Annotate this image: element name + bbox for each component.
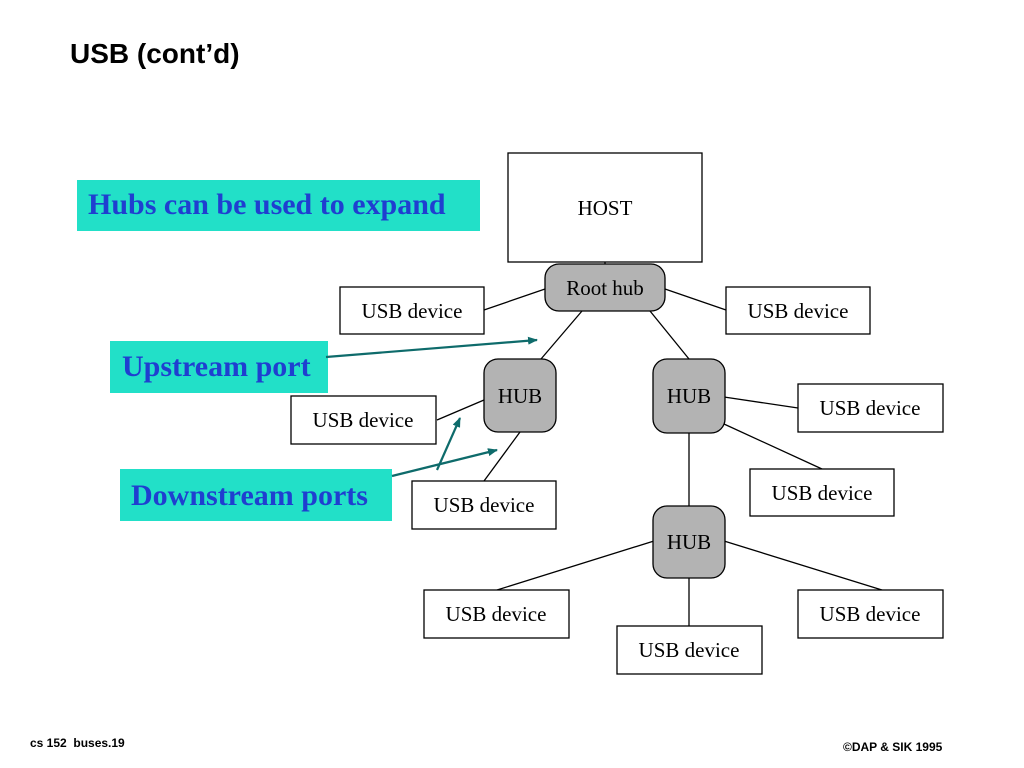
hub-label: HUB (667, 530, 711, 554)
hub-label: HUB (667, 384, 711, 408)
usb-device-node: USB device (725, 286, 871, 335)
root-hub-label: Root hub (566, 276, 644, 300)
usb-device-node: USB device (290, 395, 437, 445)
usb-device-node: USB device (616, 625, 763, 675)
usb-device-node: USB device (423, 589, 570, 639)
device-label: USB device (772, 481, 873, 505)
usb-device-node: USB device (797, 589, 944, 639)
usb-device-node: USB device (411, 480, 557, 530)
device-label: USB device (362, 299, 463, 323)
device-label: USB device (434, 493, 535, 517)
device-label: USB device (446, 602, 547, 626)
callout-upstream-port: Upstream port (110, 341, 328, 393)
host-node: HOST (507, 152, 703, 263)
hub-label: HUB (498, 384, 542, 408)
callout-hubs-expand: Hubs can be used to expand (77, 180, 480, 231)
footer-course-label: cs 152 buses.19 (30, 736, 125, 750)
hub-node-bottom: HUB (652, 505, 726, 579)
device-label: USB device (820, 396, 921, 420)
hub-node-left: HUB (483, 358, 557, 433)
device-label: USB device (748, 299, 849, 323)
footer-copyright: ©DAP & SIK 1995 (843, 740, 943, 754)
usb-device-node: USB device (749, 468, 895, 517)
hub-node-right: HUB (652, 358, 726, 434)
usb-device-node: USB device (339, 286, 485, 335)
root-hub-node: Root hub (544, 263, 666, 312)
device-label: USB device (820, 602, 921, 626)
usb-device-node: USB device (797, 383, 944, 433)
slide-title: USB (cont’d) (70, 38, 240, 69)
host-label: HOST (578, 196, 633, 220)
callout-downstream-ports: Downstream ports (120, 469, 392, 521)
device-label: USB device (313, 408, 414, 432)
device-label: USB device (639, 638, 740, 662)
diagram-edges (436, 262, 883, 626)
